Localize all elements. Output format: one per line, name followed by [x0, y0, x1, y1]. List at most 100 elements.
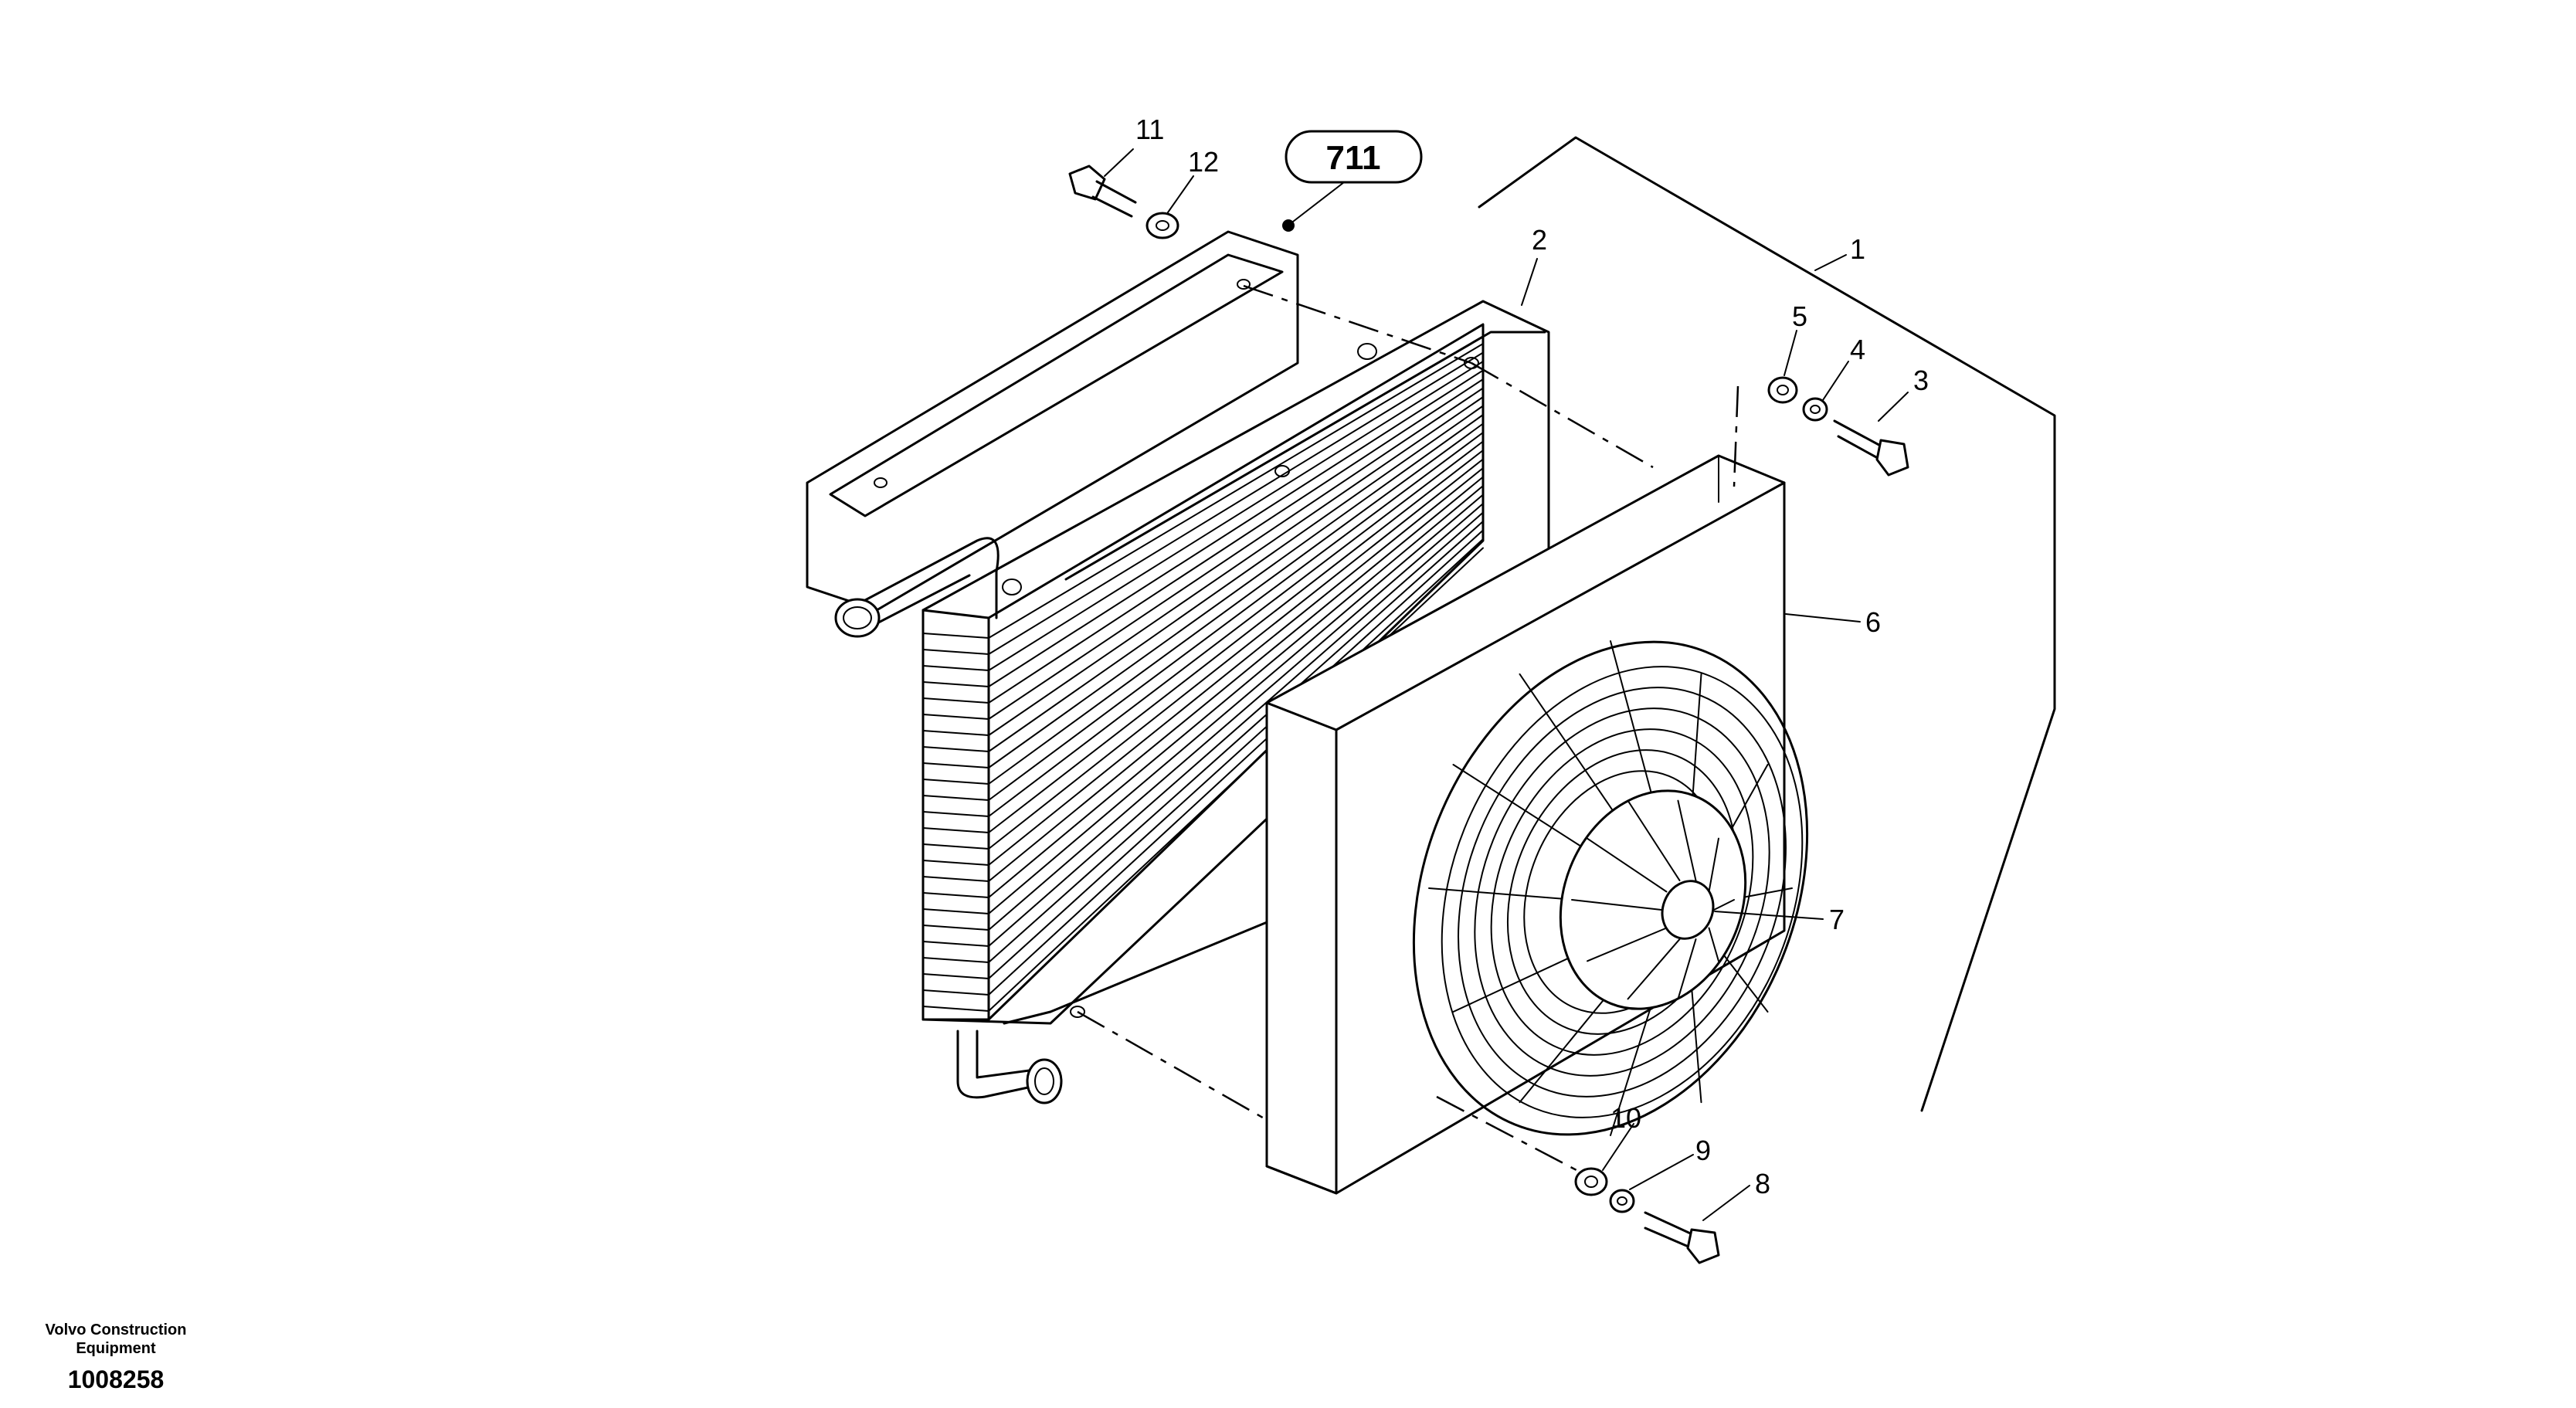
callout-5: 5: [1792, 300, 1807, 332]
hub-vane: [1587, 837, 1668, 893]
hub-vane: [1713, 899, 1735, 911]
callout-9: 9: [1695, 1135, 1711, 1166]
inlet-pipe: [834, 537, 1000, 638]
guard-ring: [1490, 728, 1754, 1056]
svg-text:711: 711: [1326, 139, 1381, 177]
hub-vane: [1571, 899, 1662, 911]
fin-edge: [922, 665, 989, 671]
fin-line: [988, 378, 1484, 704]
callout-7: 7: [1829, 904, 1845, 935]
fin-line: [988, 414, 1484, 768]
fin-edge: [922, 941, 989, 947]
fin-line: [988, 529, 1484, 979]
fin-line: [988, 405, 1484, 752]
fin-line: [988, 494, 1484, 914]
fin-edge: [922, 925, 989, 931]
guard-spoke: [1452, 764, 1587, 850]
manufacturer-line-2: Equipment: [76, 1340, 156, 1357]
fin-edge: [922, 697, 989, 704]
guard-spoke: [1428, 887, 1576, 901]
fin-line: [988, 369, 1484, 687]
fin-edge: [922, 876, 989, 882]
fin-line: [988, 458, 1484, 850]
alignment-lines: [1077, 284, 1739, 1179]
fan-guard: [1412, 640, 1809, 1136]
bolt-3: [1833, 419, 1909, 477]
fin-line: [988, 361, 1484, 671]
manufacturer-line-1: Volvo Construction: [45, 1321, 187, 1338]
guard-spoke: [1519, 673, 1615, 814]
bolt-8: [1644, 1211, 1720, 1264]
washer-12: [1145, 212, 1179, 239]
guard-spoke: [1691, 673, 1702, 814]
guard-spoke: [1719, 949, 1769, 1013]
fin-line: [988, 538, 1484, 996]
guard-spoke: [1452, 949, 1587, 1013]
fin-edge: [922, 633, 989, 639]
guard-ring: [1458, 687, 1787, 1098]
fin-line: [988, 547, 1484, 1012]
guard-spokes: [1428, 640, 1793, 1136]
guard-spoke: [1610, 999, 1654, 1136]
hub-vane: [1677, 938, 1697, 1000]
drawing-number: 1008258: [67, 1366, 165, 1393]
reference-badge-711: 711: [1282, 130, 1423, 232]
fin-line: [988, 476, 1484, 882]
washer-5: [1767, 376, 1798, 404]
guard-ring: [1441, 666, 1804, 1118]
callout-1: 1: [1850, 233, 1865, 265]
callout-numbers: 1 2 3 4 5 6 7 8 9 10 11 12: [1135, 114, 1929, 1199]
fin-edge: [922, 746, 989, 752]
back-plate: [806, 230, 1299, 612]
fan-shroud: [1265, 454, 1786, 1195]
fin-line: [988, 485, 1484, 898]
fin-line: [988, 387, 1484, 720]
fin-edge: [922, 714, 989, 720]
fin-edge: [922, 973, 989, 979]
fin-line: [988, 422, 1484, 785]
cooler-fins: [922, 343, 1484, 1012]
fin-line: [988, 440, 1484, 817]
callout-10: 10: [1610, 1102, 1641, 1134]
guard-spoke: [1519, 986, 1615, 1104]
fin-edge: [922, 681, 989, 687]
outlet-pipe: [956, 1030, 1063, 1104]
callout-leaders: [1104, 148, 1909, 1221]
hub-vanes: [1571, 799, 1735, 1000]
fin-edge: [922, 779, 989, 785]
guard-spoke: [1610, 640, 1654, 800]
lock-washer-9: [1609, 1189, 1635, 1213]
bolt-11: [1068, 165, 1137, 218]
fin-line: [988, 432, 1484, 801]
fin-line: [988, 503, 1484, 931]
assembly-bracket: [1478, 136, 2056, 1112]
hub-vane: [1627, 799, 1681, 881]
callout-6: 6: [1865, 606, 1881, 638]
oil-cooler-core: [921, 300, 1550, 1025]
fin-edge: [922, 957, 989, 963]
fin-edge: [922, 989, 989, 996]
fin-edge: [922, 827, 989, 833]
hub-vane: [1587, 927, 1668, 962]
callout-4: 4: [1850, 334, 1865, 365]
callout-3: 3: [1913, 365, 1929, 396]
callout-8: 8: [1755, 1168, 1770, 1199]
fin-edge: [922, 795, 989, 801]
hub-vane: [1708, 837, 1719, 893]
fin-line: [988, 396, 1484, 736]
fin-edge: [922, 860, 989, 866]
fin-line: [988, 351, 1484, 655]
hub-vane: [1627, 938, 1681, 1000]
fin-edge: [922, 730, 989, 736]
fin-edge: [922, 843, 989, 850]
washer-10: [1574, 1167, 1608, 1196]
fin-line: [988, 467, 1484, 866]
fin-edge: [922, 811, 989, 817]
fin-edge: [922, 762, 989, 768]
manufacturer-label: Volvo Construction Equipment: [0, 1321, 232, 1358]
hub-vane: [1708, 927, 1719, 962]
callout-2: 2: [1532, 224, 1547, 256]
fin-line: [988, 343, 1484, 639]
fin-edge: [922, 908, 989, 914]
